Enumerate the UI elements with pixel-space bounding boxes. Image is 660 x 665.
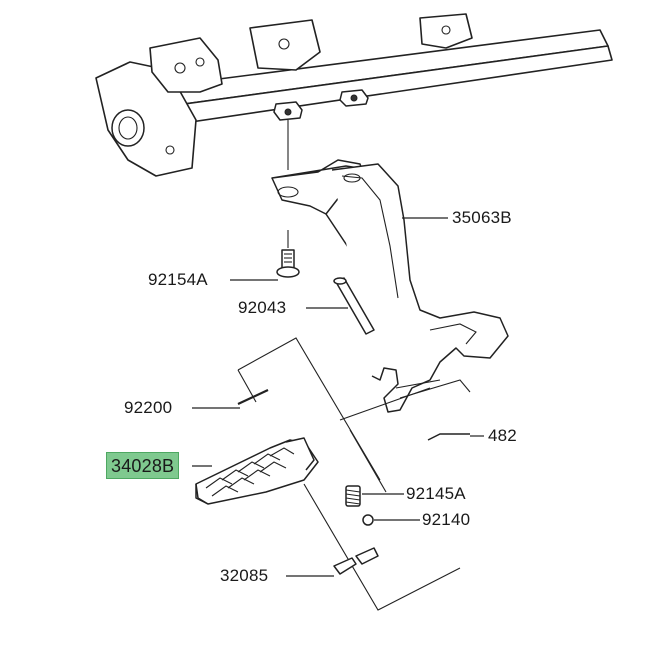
footpeg-34028B [195,437,319,505]
label-35063B[interactable]: 35063B [452,208,512,227]
label-32085[interactable]: 32085 [220,566,269,585]
pin-92043 [333,277,375,335]
bolt-92154A [276,230,300,278]
label-92043[interactable]: 92043 [238,298,287,317]
frame-assembly [95,13,613,177]
label-92140[interactable]: 92140 [422,510,471,529]
leader-lines [192,217,484,577]
label-92154A[interactable]: 92154A [148,270,208,289]
label-92145A[interactable]: 92145A [406,484,466,503]
label-482[interactable]: 482 [488,426,517,445]
step-bracket-35063B [271,159,509,413]
explosion-guide-lines [237,337,461,611]
plate-32085 [333,547,379,575]
label-92200[interactable]: 92200 [124,398,173,417]
spring-92145A [345,485,361,507]
label-34028B[interactable]: 34028B [106,452,180,479]
